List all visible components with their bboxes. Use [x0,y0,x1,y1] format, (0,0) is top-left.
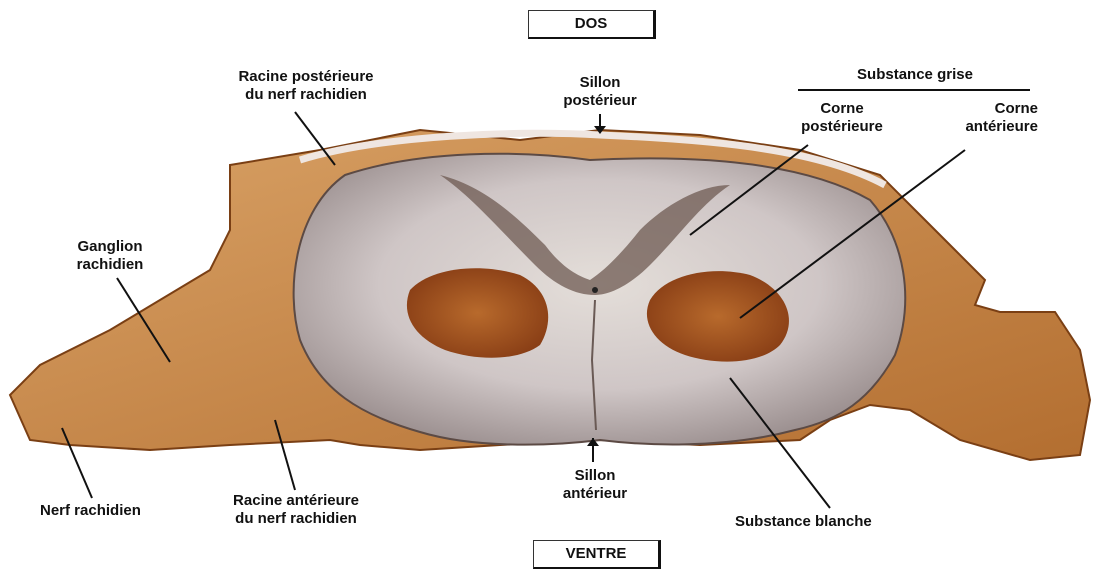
label-racine-anterieure: Racine antérieure du nerf rachidien [196,492,396,528]
label-nerf-rachidien-text: Nerf rachidien [40,502,141,519]
label-corne-posterieure-line1: Corne [782,100,902,118]
white-matter-region [294,154,906,445]
label-nerf-rachidien: Nerf rachidien [40,502,200,520]
label-sillon-posterieur-line1: Sillon [540,74,660,92]
label-substance-grise: Substance grise [820,66,1010,84]
label-sillon-anterieur: Sillon antérieur [535,467,655,503]
label-racine-posterieure: Racine postérieure du nerf rachidien [206,68,406,104]
orientation-top-label: DOS [575,15,608,32]
label-corne-anterieure: Corne antérieure [918,100,1038,136]
orientation-bottom-label: VENTRE [566,545,627,562]
label-ganglion-line1: Ganglion [50,238,170,256]
orientation-box-bottom: VENTRE [533,540,661,569]
label-substance-blanche: Substance blanche [735,513,935,531]
label-sillon-anterieur-line1: Sillon [535,467,655,485]
label-substance-blanche-text: Substance blanche [735,513,872,530]
label-racine-posterieure-line1: Racine postérieure [206,68,406,86]
label-substance-grise-text: Substance grise [857,66,973,83]
label-ganglion-line2: rachidien [50,256,170,274]
label-sillon-posterieur-line2: postérieur [540,92,660,110]
label-corne-anterieure-line2: antérieure [918,118,1038,136]
label-corne-posterieure-line2: postérieure [782,118,902,136]
label-corne-anterieure-line1: Corne [918,100,1038,118]
label-racine-anterieure-line2: du nerf rachidien [196,510,396,528]
label-racine-anterieure-line1: Racine antérieure [196,492,396,510]
label-sillon-posterieur: Sillon postérieur [540,74,660,110]
central-canal [592,287,598,293]
label-ganglion: Ganglion rachidien [50,238,170,274]
label-corne-posterieure: Corne postérieure [782,100,902,136]
label-sillon-anterieur-line2: antérieur [535,485,655,503]
orientation-box-top: DOS [528,10,656,39]
label-racine-posterieure-line2: du nerf rachidien [206,86,406,104]
